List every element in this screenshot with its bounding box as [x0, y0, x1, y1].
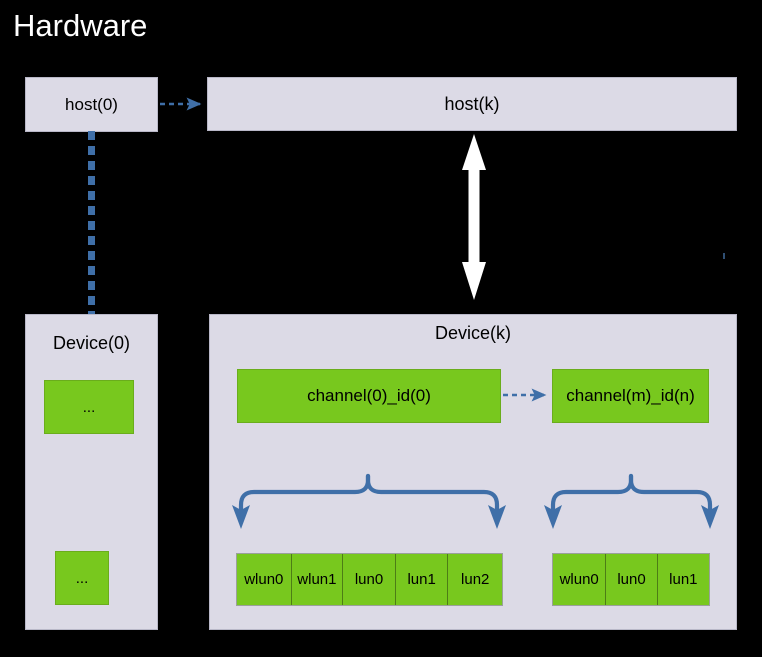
device-0-node-1[interactable]: ...: [44, 380, 134, 434]
channel-0-id-0-box[interactable]: channel(0)_id(0): [237, 369, 501, 423]
device-k-box[interactable]: Device(k) channel(0)_id(0) channel(m)_id…: [209, 314, 737, 630]
device-0-label: Device(0): [52, 333, 131, 353]
host-k-box[interactable]: host(k): [207, 77, 737, 131]
lun-cell[interactable]: wlun0: [237, 554, 292, 605]
lun-cell[interactable]: lun2: [448, 554, 503, 605]
host-0-label: host(0): [65, 95, 118, 114]
device-k-label: Device(k): [434, 323, 511, 343]
device-0-node-2[interactable]: ...: [55, 551, 109, 605]
host-0-box[interactable]: host(0): [25, 77, 158, 132]
channel-m-id-n-box[interactable]: channel(m)_id(n): [552, 369, 709, 423]
lun-cell[interactable]: lun1: [657, 554, 709, 605]
lun-group-2: wlun0 lun0 lun1: [552, 553, 710, 606]
lun-cell[interactable]: wlun0: [553, 554, 607, 605]
lun-group-1: wlun0 wlun1 lun0 lun1 lun2: [236, 553, 503, 606]
stray-mark: [723, 253, 725, 259]
lun-cell[interactable]: lun0: [343, 554, 396, 605]
lun-cell[interactable]: lun1: [395, 554, 449, 605]
page-title: Hardware: [13, 8, 148, 43]
hostk-to-devicek-double-arrow: [462, 134, 486, 300]
device-0-box[interactable]: Device(0) ... ...: [25, 314, 158, 630]
host-k-label: host(k): [444, 94, 500, 114]
lun-cell[interactable]: wlun1: [291, 554, 344, 605]
host0-device0-dashed-link: [88, 131, 95, 316]
lun-cell[interactable]: lun0: [606, 554, 658, 605]
